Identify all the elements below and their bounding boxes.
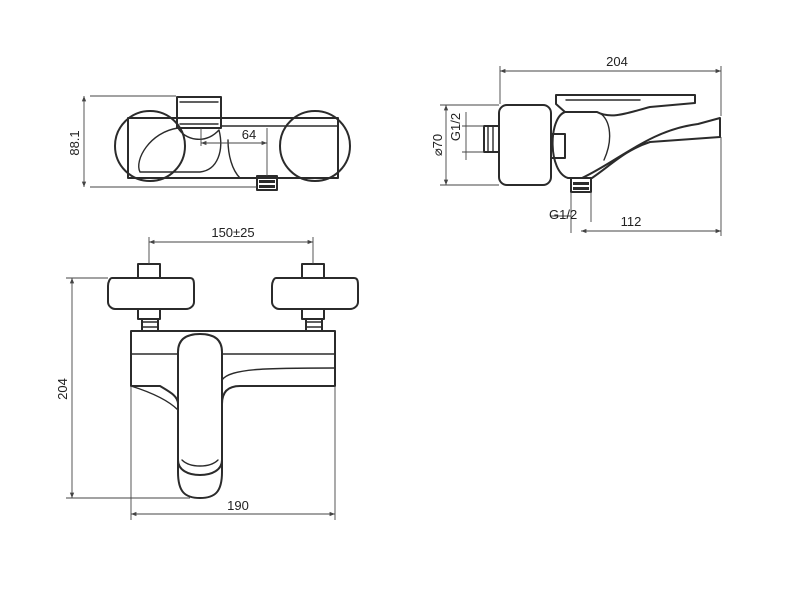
side-lever <box>555 94 696 117</box>
top-lever-body <box>138 127 222 173</box>
side-outlet-nut <box>570 177 592 193</box>
dim-front-centers-label: 150±25 <box>211 225 254 240</box>
front-body <box>130 330 336 499</box>
side-flange <box>498 104 552 186</box>
top-view: 88.1 64 <box>67 95 351 191</box>
dim-front-height-label: 204 <box>55 378 70 400</box>
front-view: 150±25 204 190 <box>55 225 359 520</box>
dim-side-projection-label: 112 <box>621 214 642 229</box>
top-right-cap <box>279 110 351 182</box>
front-right-flange <box>271 277 359 310</box>
dim-side-length-label: 204 <box>606 54 628 69</box>
dim-side-inlet-label: G1/2 <box>448 113 463 141</box>
dim-top-height-label: 88.1 <box>67 130 82 155</box>
top-body <box>127 117 339 179</box>
side-inlet-stub <box>483 125 500 153</box>
dim-top-spacing-label: 64 <box>242 127 256 142</box>
side-body <box>551 111 721 179</box>
dim-side-outlet-label: G1/2 <box>549 207 577 222</box>
side-view: 204 ⌀70 G1/2 G1/2 112 <box>430 54 722 236</box>
front-left-flange <box>107 277 195 310</box>
top-left-cap <box>114 110 186 182</box>
dim-side-diameter-label: ⌀70 <box>430 134 445 156</box>
top-lever <box>176 96 222 129</box>
dim-front-width-label: 190 <box>227 498 249 513</box>
front-lever <box>177 333 223 476</box>
